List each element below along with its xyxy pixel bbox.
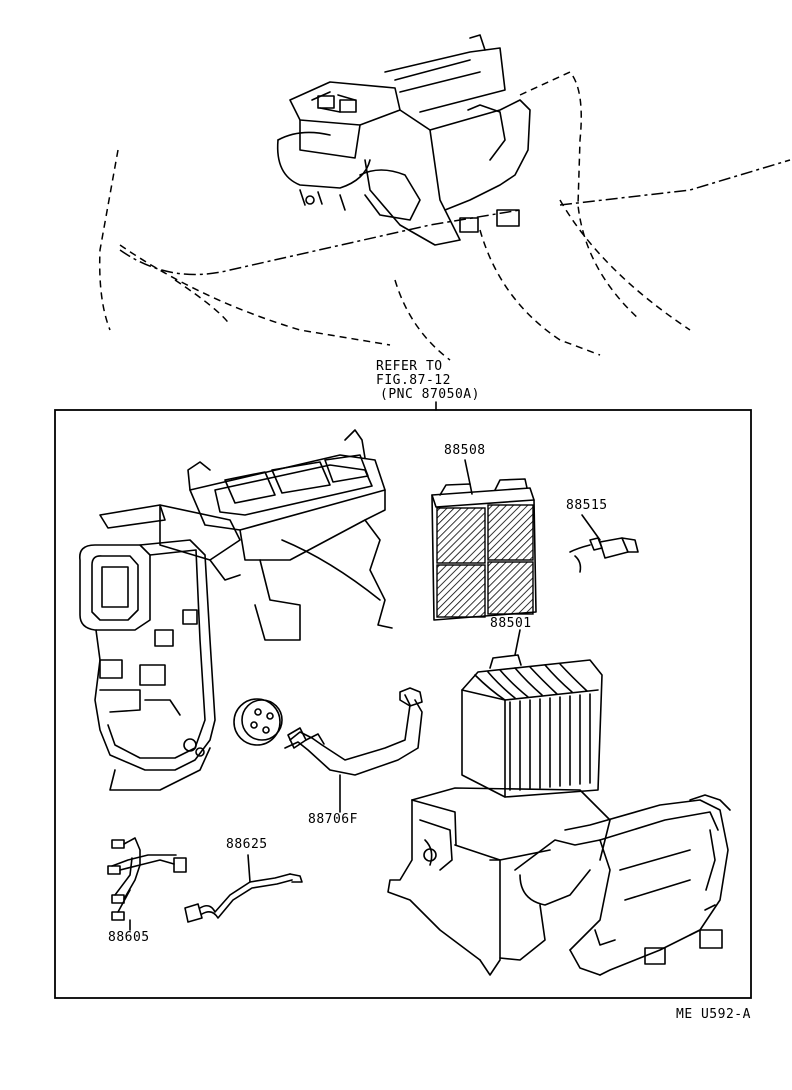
part-label-88501: 88501 bbox=[490, 616, 532, 631]
heater-left-case bbox=[78, 539, 216, 791]
installed-unit-illustration bbox=[276, 34, 531, 246]
part-label-88515: 88515 bbox=[566, 498, 608, 513]
refer-note-line1: REFER TO bbox=[376, 359, 443, 374]
heater-upper-case bbox=[99, 429, 393, 641]
part-label-88508: 88508 bbox=[444, 443, 486, 458]
refer-note: REFER TO FIG.87-12 (PNC 87050A) bbox=[376, 360, 480, 402]
sensor-88625 bbox=[184, 854, 303, 923]
air-filter-88508 bbox=[431, 459, 537, 621]
vehicle-dashboard-outline bbox=[98, 71, 791, 361]
part-label-88706f: 88706F bbox=[308, 812, 358, 827]
evaporator-88501 bbox=[461, 629, 603, 798]
grommet bbox=[233, 698, 283, 746]
figure-code: ME U592-A bbox=[676, 1007, 751, 1022]
tube-88706f bbox=[284, 687, 423, 813]
refer-note-line3: (PNC 87050A) bbox=[380, 387, 480, 402]
part-label-88605: 88605 bbox=[108, 930, 150, 945]
refer-note-line2: FIG.87-12 bbox=[376, 373, 451, 388]
thermistor-88515 bbox=[569, 514, 639, 573]
part-label-88625: 88625 bbox=[226, 837, 268, 852]
wire-harness-88605 bbox=[107, 837, 187, 931]
parts-frame bbox=[54, 409, 752, 999]
heater-lower-case bbox=[387, 787, 731, 976]
